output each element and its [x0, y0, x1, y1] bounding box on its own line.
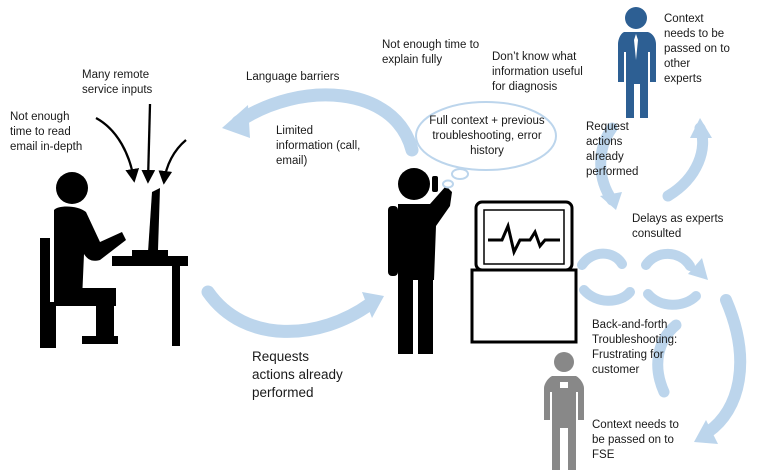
label-not-enough-time-explain: Not enough time to explain fully — [382, 39, 480, 66]
label-many-remote-inputs: Many remote service inputs — [82, 69, 153, 96]
label-limited-information: Limited information (call, email) — [276, 125, 361, 167]
thought-bubble-text: Full context + previous troubleshooting,… — [429, 115, 545, 157]
label-language-barriers: Language barriers — [246, 71, 340, 83]
label-context-fse: Context needs to be passed on to FSE — [592, 419, 679, 461]
thought-bubble — [415, 101, 557, 189]
label-context-experts: Context needs to be passed on to other e… — [664, 13, 730, 85]
arrow-loop-expert-up — [662, 122, 709, 202]
arrow-fse-loop — [702, 294, 747, 438]
label-not-enough-time-read: Not enough time to read email in-depth — [10, 111, 83, 153]
person-at-computer-icon — [40, 172, 188, 348]
expert-businessman-icon — [618, 7, 656, 118]
arrow-fse-loop-head — [694, 420, 718, 444]
arrow-loop-expert-down — [595, 122, 618, 206]
arrow-bottom — [201, 285, 377, 338]
input-arrow-left — [95, 116, 140, 183]
label-back-and-forth: Back-and-forth Troubleshooting: Frustrat… — [592, 319, 678, 376]
arrow-bottom-head — [362, 292, 384, 318]
input-arrow-center — [141, 103, 156, 184]
input-arrow-right — [158, 139, 187, 185]
arrow-mid-1 — [577, 248, 627, 270]
field-service-engineer-icon — [544, 352, 584, 470]
arrow-mid-3 — [579, 285, 635, 306]
person-on-phone-icon — [388, 168, 452, 354]
arrow-mid-head — [688, 258, 708, 280]
arrow-loop-expert-down-head — [600, 192, 622, 210]
arrow-loop-expert-up-head — [690, 118, 712, 138]
arrow-fse-loop-back — [652, 319, 682, 398]
label-delays-experts: Delays as experts consulted — [632, 213, 724, 240]
label-request-actions-right: Request actions already performed — [586, 121, 639, 178]
arrow-top-left-head — [222, 105, 250, 138]
arrow-top-left — [231, 88, 419, 157]
arrow-mid-4 — [643, 289, 701, 310]
arrow-mid-2 — [641, 248, 695, 271]
monitor-machine-icon — [470, 200, 578, 344]
label-dont-know-info: Don’t know what information useful for d… — [492, 51, 583, 93]
label-requests-actions-bottom: Requests actions already performed — [252, 349, 343, 400]
